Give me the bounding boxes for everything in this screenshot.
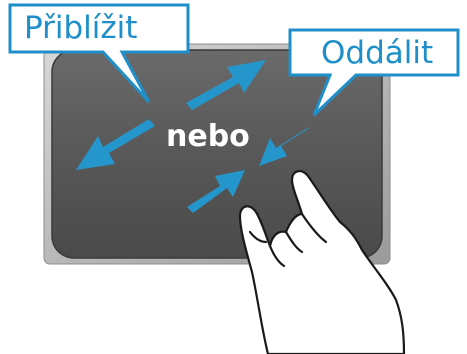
arrow-icon [76, 119, 155, 170]
hand-icon [238, 170, 406, 354]
zoom-out-label: Oddálit [321, 35, 434, 71]
zoom-in-label: Přiblížit [24, 10, 138, 46]
zoom-in-callout [8, 3, 190, 104]
or-label: nebo [166, 119, 250, 154]
arrow-icon [186, 60, 266, 110]
callout-icon [8, 3, 190, 104]
arrow-icon [187, 170, 245, 213]
zoom-out-callout [288, 28, 460, 117]
gesture-arrows [76, 60, 311, 213]
callout-icon [288, 28, 460, 117]
arrow-icon [259, 127, 311, 166]
